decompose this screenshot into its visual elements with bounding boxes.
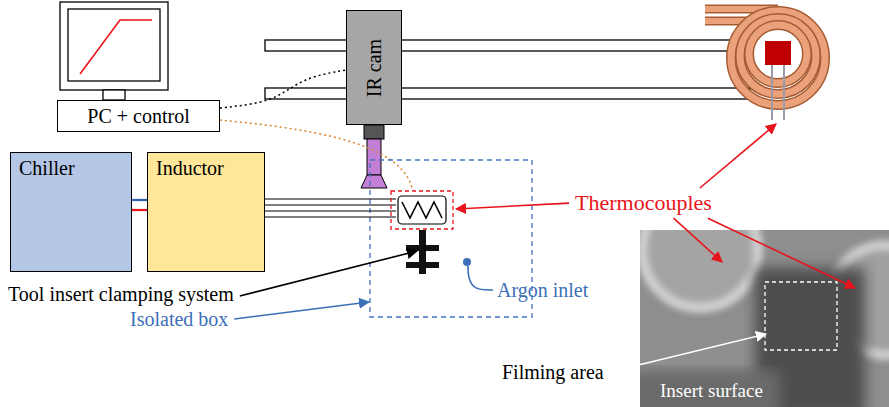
leader-line — [456, 203, 569, 209]
box-label: Chiller — [19, 157, 123, 179]
box-label: PC + control — [87, 105, 189, 127]
coil-symbol — [391, 191, 453, 229]
inductor-box: Inductor — [147, 152, 265, 272]
callout-label: Tool insert clamping system — [8, 283, 234, 305]
leader-line — [234, 302, 369, 319]
monitor-icon — [60, 2, 168, 100]
callout-label: Isolated box — [130, 308, 228, 330]
coil-illustration — [705, 9, 825, 120]
leader-line — [700, 124, 776, 188]
callout-label: Filming area — [502, 361, 604, 383]
camera-rail — [265, 40, 750, 99]
photo-caption: Insert surface — [660, 381, 763, 402]
leader-line — [708, 218, 855, 288]
connector-line — [220, 70, 346, 108]
leader-line — [240, 251, 417, 296]
box-label: Inductor — [156, 157, 256, 179]
connector — [220, 70, 346, 108]
chiller-box: Chiller — [10, 152, 132, 272]
callout-label: Argon inlet — [497, 279, 588, 301]
callout-label: Thermocouples — [575, 191, 712, 215]
leader-line — [610, 334, 766, 372]
box-label: IR cam — [363, 38, 385, 96]
connector-line — [132, 199, 147, 201]
insert-photo — [640, 230, 889, 407]
connector-line — [132, 209, 147, 211]
camera-lens — [361, 125, 387, 188]
connector — [132, 200, 147, 210]
inductor-wires — [265, 199, 396, 217]
control-box: PC + control — [57, 100, 220, 132]
argon-inlet-dot — [463, 258, 471, 266]
camera-box: IR cam — [346, 10, 402, 125]
leader-line — [674, 218, 722, 262]
leader-line — [468, 266, 493, 290]
